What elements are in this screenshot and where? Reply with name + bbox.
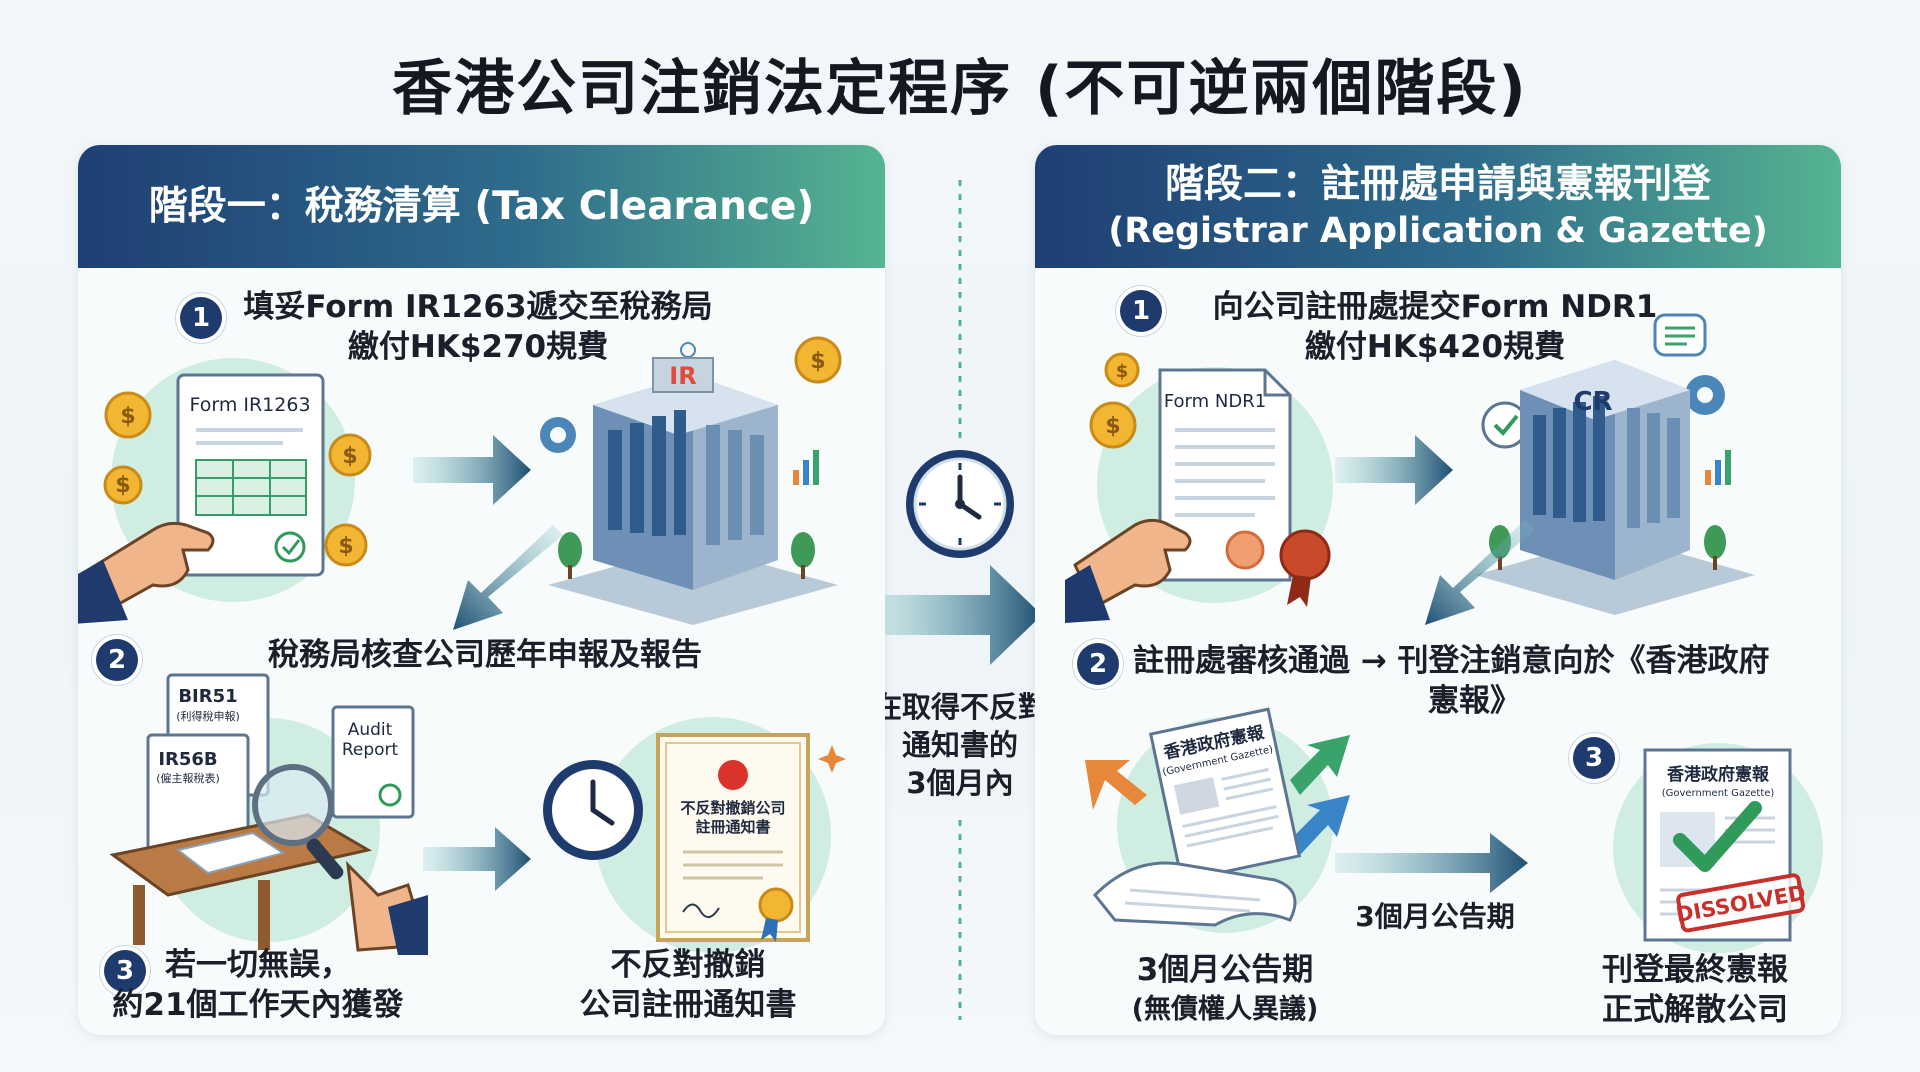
middle-note-line3: 3個月內 — [906, 766, 1014, 800]
checkmark-icon — [1673, 801, 1762, 872]
magnifier-icon — [252, 764, 344, 880]
stage2-header-title: 階段二：註冊處申請與憲報刊登 — [1164, 161, 1711, 207]
svg-text:$: $ — [1105, 414, 1120, 439]
dissolved-gazette-illustration: 香港政府憲報 (Government Gazette) DISSOLVED — [1613, 743, 1823, 953]
form-ndr1-illustration: $ $ Form NDR1 — [1065, 352, 1333, 623]
stage2-period-line1: 3個月公告期 — [1136, 952, 1314, 988]
svg-text:$: $ — [120, 404, 135, 429]
stage1-step3-line2: 約21個工作天內獲發 — [112, 987, 404, 1023]
final-gazette-title: 香港政府憲報 — [1667, 764, 1770, 785]
stage1-header: 階段一：稅務清算 (Tax Clearance) — [78, 145, 885, 268]
svg-text:$: $ — [115, 473, 130, 498]
cr-logo: CR — [1573, 387, 1612, 417]
stage1-panel: 階段一：稅務清算 (Tax Clearance) 1 填妥Form IR1263… — [78, 145, 885, 1035]
stage2-panel: 階段二：註冊處申請與憲報刊登 (Registrar Application & … — [1035, 145, 1841, 1035]
stage2-header-subtitle: (Registrar Application & Gazette) — [1108, 210, 1768, 251]
gear-icon — [1685, 375, 1725, 415]
page-title: 香港公司注銷法定程序 (不可逆兩個階段) — [392, 54, 1528, 124]
stage1-result-text: 不反對撤銷 公司註冊通知書 — [528, 945, 848, 1025]
stage2-header: 階段二：註冊處申請與憲報刊登 (Registrar Application & … — [1035, 145, 1841, 268]
stage2-step2-number: 2 — [1077, 643, 1119, 685]
middle-note: 在取得不反對 通知書的 3個月內 — [840, 688, 1080, 802]
form-ndr1-label: Form NDR1 — [1164, 391, 1266, 412]
stage1-step3-line1: 若一切無誤， — [165, 947, 351, 983]
stage2-step1-number: 1 — [1120, 290, 1162, 332]
svg-text:$: $ — [338, 534, 353, 559]
stage2-step1-line2: 繳付HK$420規費 — [1304, 329, 1566, 365]
doc-ir56b-sub: (僱主報稅表) — [156, 771, 220, 785]
stage1-step1-line1: 填妥Form IR1263遞交至稅務局 — [243, 289, 713, 325]
gazette-publication-illustration: 香港政府憲報 (Government Gazette) — [1085, 707, 1350, 933]
arrow-right-icon — [413, 435, 531, 505]
coin-icon — [103, 391, 372, 567]
companies-registry-building-illustration: CR — [1475, 313, 1755, 615]
arrow-up-left-icon — [1085, 760, 1147, 810]
stage1-header-title: 階段一：稅務清算 (Tax Clearance) — [148, 183, 815, 229]
coin-icon — [1089, 352, 1140, 449]
ird-building-illustration: $ IR — [540, 336, 842, 625]
stage2-final-caption: 刊登最終憲報 正式解散公司 — [1555, 950, 1835, 1030]
stage1-step1-line2: 繳付HK$270規費 — [347, 329, 609, 365]
certificate-title-line1: 不反對撤銷公司 — [680, 799, 785, 817]
doc-bir51-label: BIR51 — [178, 686, 237, 707]
doc-audit-line2: Report — [342, 740, 399, 760]
stage1-step2-number: 2 — [96, 639, 138, 681]
stage1-result-line1: 不反對撤銷 — [610, 947, 766, 983]
clock-icon — [906, 450, 1014, 558]
document-chat-icon — [1653, 313, 1707, 357]
coin-icon — [794, 336, 842, 384]
arrow-right-icon — [1335, 435, 1453, 505]
seal-icon — [758, 887, 794, 942]
svg-text:$: $ — [810, 349, 825, 374]
stage1-step1-number: 1 — [180, 297, 222, 339]
stage2-final-line1: 刊登最終憲報 — [1602, 952, 1788, 988]
doc-audit-line1: Audit — [348, 720, 393, 740]
ird-logo: IR — [669, 362, 696, 390]
arrow-right-icon — [1335, 833, 1528, 893]
final-gazette-subtitle: (Government Gazette) — [1662, 788, 1775, 799]
bar-chart-icon — [793, 450, 819, 485]
stage2-period-line2: (無債權人異議) — [1131, 994, 1319, 1025]
clock-icon — [543, 760, 643, 860]
doc-bir51-sub: (利得稅申報) — [176, 710, 240, 723]
stage2-step2-line1: 註冊處審核通過 → 刊登注銷意向於《香港政府 — [1133, 643, 1770, 679]
middle-note-line2: 通知書的 — [901, 728, 1018, 762]
tax-review-illustration: BIR51 (利得稅申報) IR56B (僱主報稅表) Audit Report — [109, 673, 428, 955]
stage2-step2-text: 註冊處審核通過 → 刊登注銷意向於《香港政府 憲報》 — [1133, 641, 1813, 721]
middle-note-line1: 在取得不反對 — [872, 690, 1047, 724]
stage2-step1-line1: 向公司註冊處提交Form NDR1 — [1212, 289, 1658, 325]
wax-seal-icon — [1279, 529, 1331, 607]
arrow-up-right-icon — [1290, 735, 1350, 855]
stage1-result-line2: 公司註冊通知書 — [579, 987, 797, 1023]
stage2-period-caption: 3個月公告期 (無債權人異議) — [1075, 950, 1375, 1030]
center-divider — [958, 180, 962, 1020]
stage1-step2-text: 稅務局核查公司歷年申報及報告 — [268, 637, 702, 673]
form-ir1263-label: Form IR1263 — [189, 394, 310, 416]
stage1-step1-text: 填妥Form IR1263遞交至稅務局 繳付HK$270規費 — [228, 287, 728, 367]
stage2-step2-line2: 憲報》 — [1428, 683, 1521, 719]
certificate-title-line2: 註冊通知書 — [695, 818, 770, 836]
gear-icon — [540, 417, 576, 453]
stage2-final-line2: 正式解散公司 — [1602, 992, 1788, 1028]
bar-chart-icon — [1705, 450, 1731, 485]
doc-ir56b-label: IR56B — [158, 749, 217, 770]
notice-period-arrow-label: 3個月公告期 — [1355, 900, 1515, 933]
stage2-step1-text: 向公司註冊處提交Form NDR1 繳付HK$420規費 — [1165, 287, 1705, 367]
stage2-step3-number: 3 — [1573, 737, 1615, 779]
stage1-step3-number: 3 — [104, 950, 146, 992]
form-ir1263-illustration: $ $ $ $ Form IR1263 — [78, 358, 372, 624]
arrow-right-icon — [423, 827, 531, 891]
stage1-step3-text: 若一切無誤， 約21個工作天內獲發 — [98, 945, 418, 1025]
arrow-down-left-icon — [453, 525, 563, 630]
stage-transition-arrow — [880, 565, 1042, 665]
certificate-illustration: 不反對撤銷公司 註冊通知書 — [543, 717, 846, 953]
svg-text:$: $ — [1116, 361, 1129, 382]
svg-text:$: $ — [342, 444, 357, 469]
arrow-down-left-icon — [1425, 520, 1535, 625]
